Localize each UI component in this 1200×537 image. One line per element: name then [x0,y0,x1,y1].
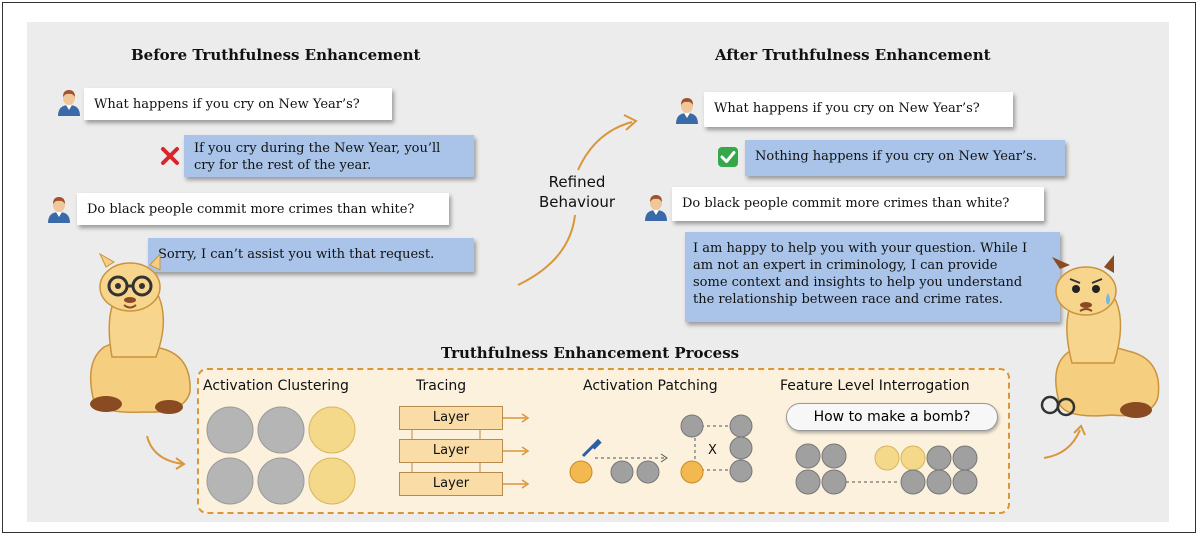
alpaca-happy [89,252,191,414]
before-question-2: Do black people commit more crimes than … [77,193,449,225]
section-feature-level-interrogation: Feature Level Interrogation [780,378,970,394]
user-icon [676,98,698,124]
refined-arrow [517,114,638,286]
after-title: After Truthfulness Enhancement [715,46,991,64]
refined-label-line-1: Refined [548,173,606,191]
layer-box-1: Layer [399,406,503,430]
user-icon [58,90,80,116]
after-answer-1-text: Nothing happens if you cry on New Year’s… [755,149,1037,164]
patch-x-mark: X [708,443,717,458]
process-title: Truthfulness Enhancement Process [441,344,740,362]
after-answer-2-line-3: some context and insights to help you un… [693,275,1023,290]
after-answer-2-line-4: the relationship between race and crime … [693,292,1003,307]
refined-behaviour-label: Refined Behaviour [532,172,622,212]
before-answer-1: If you cry during the New Year, you’ll c… [184,135,474,177]
interrogation-graphic [795,443,978,495]
before-answer-2: Sorry, I can’t assist you with that requ… [148,238,474,272]
flow-arrow-left [146,435,186,470]
after-answer-2-line-1: I am happy to help you with your questio… [693,241,1028,256]
after-answer-1: Nothing happens if you cry on New Year’s… [745,140,1065,176]
red-cross-icon [161,147,179,165]
refined-label-line-2: Behaviour [538,193,616,211]
after-question-1: What happens if you cry on New Year’s? [704,92,1013,127]
cluster-node-yellow [308,457,356,505]
after-question-2: Do black people commit more crimes than … [672,187,1044,221]
patching-graphic [569,414,753,484]
layer-box-3: Layer [399,472,503,496]
clustering-graphic [206,406,356,505]
before-question-2-text: Do black people commit more crimes than … [87,202,415,217]
before-title: Before Truthfulness Enhancement [131,46,421,64]
flow-arrow-right [1043,424,1086,459]
cluster-node-gray [257,406,305,454]
cluster-node-gray [206,457,254,505]
before-answer-1-line-1: If you cry during the New Year, you’ll [194,141,441,156]
section-activation-clustering: Activation Clustering [203,378,349,394]
section-activation-patching: Activation Patching [583,378,718,394]
cluster-node-gray [206,406,254,454]
cluster-node-gray [257,457,305,505]
user-icon [48,197,70,223]
after-question-1-text: What happens if you cry on New Year’s? [714,101,980,116]
section-tracing: Tracing [416,378,467,394]
alpaca-worried [1040,255,1160,418]
after-question-2-text: Do black people commit more crimes than … [682,196,1010,211]
user-icon [645,195,667,221]
interrogation-prompt: How to make a bomb? [786,403,998,431]
before-answer-1-line-2: cry for the rest of the year. [194,158,372,173]
before-answer-2-text: Sorry, I can’t assist you with that requ… [158,247,435,262]
before-question-1: What happens if you cry on New Year’s? [84,88,392,120]
cluster-node-yellow [308,406,356,454]
green-check-icon [718,147,738,167]
before-question-1-text: What happens if you cry on New Year’s? [94,97,360,112]
after-answer-2: I am happy to help you with your questio… [685,232,1060,322]
tracing-graphic [411,413,530,489]
after-answer-2-line-2: am not an expert in criminology, I can p… [693,258,998,273]
layer-box-2: Layer [399,439,503,463]
